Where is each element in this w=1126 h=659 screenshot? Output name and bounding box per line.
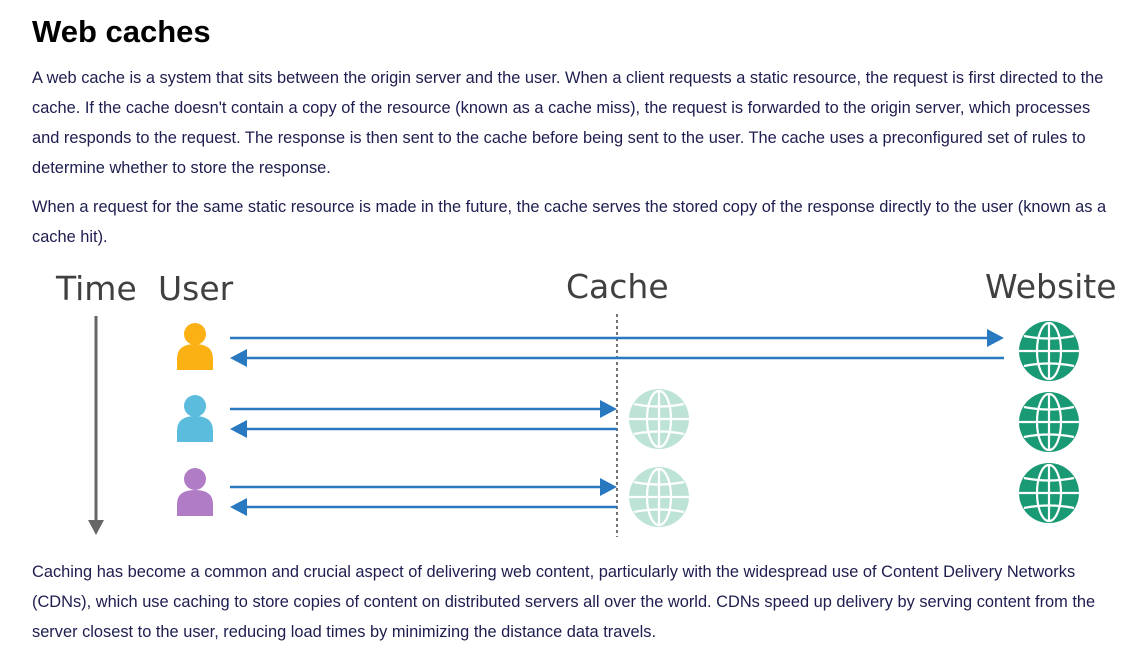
website-globe-icon (1019, 321, 1079, 381)
response-arrowhead (230, 420, 247, 438)
cache-globe-icon (629, 389, 689, 449)
user-column-label: User (158, 269, 234, 308)
response-arrowhead (230, 498, 247, 516)
response-arrowhead (230, 349, 247, 367)
user-icon (177, 395, 213, 442)
website-column-label: Website (985, 267, 1117, 306)
user-icon (177, 323, 213, 370)
time-label: Time (55, 269, 137, 308)
cache-globe-icon (629, 467, 689, 527)
user-icon (177, 468, 213, 516)
intro-paragraph: A web cache is a system that sits betwee… (32, 69, 1104, 177)
web-cache-diagram: Time User Cache Website (55, 267, 1117, 537)
cdn-paragraph: Caching has become a common and crucial … (32, 563, 1096, 641)
cache-column-label: Cache (566, 267, 669, 306)
website-globe-icon (1019, 463, 1079, 523)
timeline-arrowhead (88, 520, 104, 535)
request-arrowhead (987, 329, 1004, 347)
request-arrowhead (600, 400, 617, 418)
website-globe-icon (1019, 392, 1079, 452)
page-title: Web caches (32, 14, 211, 49)
cache-hit-paragraph: When a request for the same static resou… (32, 198, 1107, 246)
request-arrowhead (600, 478, 617, 496)
